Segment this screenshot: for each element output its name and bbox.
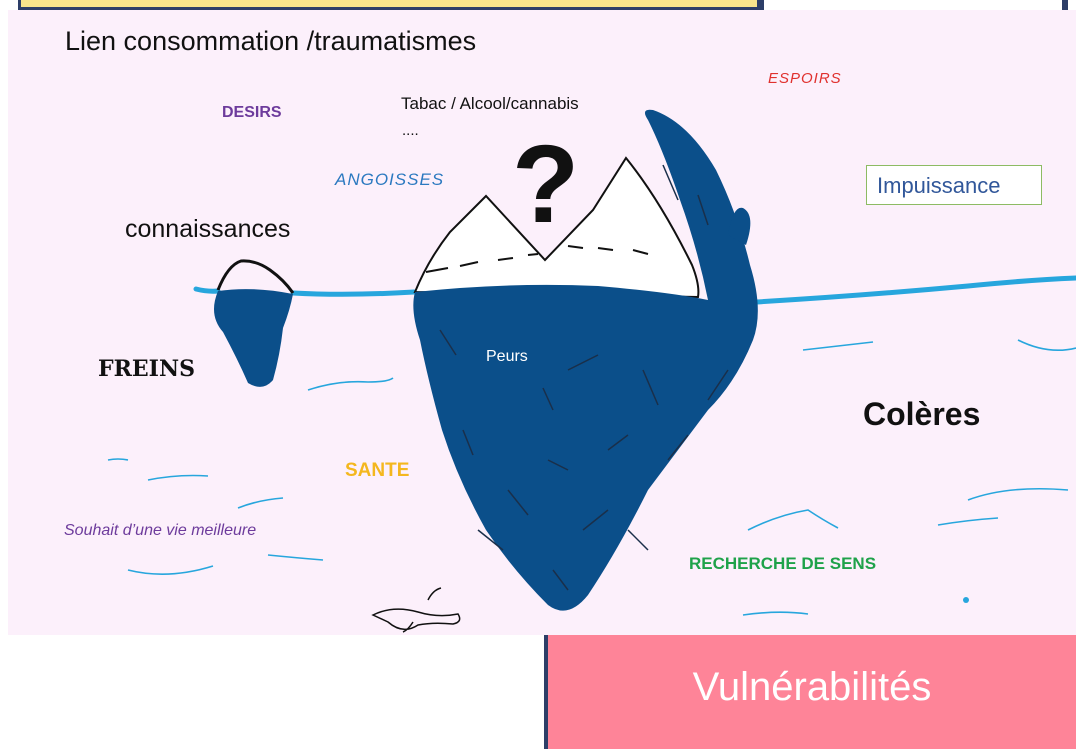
vulnerabilites-box: Vulnérabilités	[544, 635, 1076, 749]
top-right-strip	[760, 0, 1076, 10]
iceberg-peak	[413, 156, 700, 299]
vulnerabilites-title: Vulnérabilités	[692, 665, 932, 709]
slide-title: Lien consommation /traumatismes	[65, 26, 477, 56]
label-angoisses: ANGOISSES	[335, 170, 445, 189]
water-waves	[107, 339, 1076, 616]
water-line-left	[193, 286, 417, 297]
label-espoirs: ESPOIRS	[768, 70, 842, 87]
iceberg-drawing: ?	[107, 109, 1076, 633]
iceberg-cracks	[439, 164, 729, 591]
label-sante: SANTE	[345, 460, 410, 481]
label-souhait: Souhait d’une vie meilleure	[64, 522, 257, 539]
label-tabac: Tabac / Alcool/cannabis	[401, 94, 579, 113]
label-recherche: RECHERCHE DE SENS	[689, 554, 877, 573]
label-peurs: Peurs	[486, 348, 528, 365]
small-iceberg-body	[214, 289, 293, 387]
fish-doodle	[371, 587, 461, 633]
label-desirs: DESIRS	[222, 104, 282, 121]
water-line-right	[753, 275, 1076, 305]
label-dots: ....	[402, 122, 419, 139]
label-freins: FREINS	[98, 356, 195, 382]
label-connaissances: connaissances	[125, 215, 291, 243]
label-coleres: Colères	[863, 396, 981, 432]
slide-canvas: ?	[8, 10, 1076, 635]
question-mark: ?	[512, 123, 579, 246]
small-iceberg-tip	[216, 259, 295, 294]
label-impuissance-box: Impuissance	[866, 165, 1042, 205]
top-banner-strip	[18, 0, 760, 10]
main-iceberg-body	[413, 109, 758, 611]
